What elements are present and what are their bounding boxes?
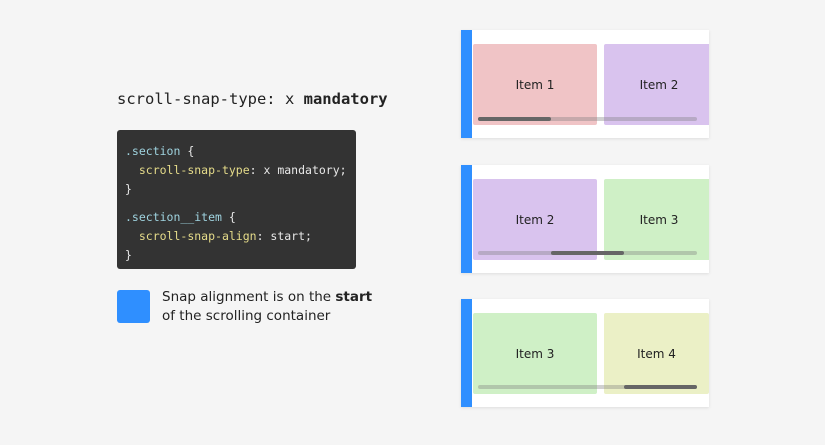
code-text: : start; [256,229,312,243]
heading-bold: mandatory [303,90,388,108]
code-line-2: scroll-snap-type: x mandatory; [125,163,347,177]
code-line-5: scroll-snap-align: start; [125,229,312,243]
heading-text: scroll-snap-type: x [117,90,304,108]
code-line-6: } [125,248,132,262]
scrollbar-track[interactable] [478,251,697,255]
scrollbar-thumb[interactable] [551,251,624,255]
heading: scroll-snap-type: x mandatory [117,90,388,108]
scroll-item: Item 2 [604,44,709,125]
snap-start-marker [461,299,472,407]
code-line-3: } [125,182,132,196]
code-selector: .section [125,144,181,158]
code-property: scroll-snap-type [138,163,250,177]
scroll-container-2[interactable]: Item 2 Item 3 [461,165,709,273]
scroll-item: Item 1 [473,44,597,125]
legend-note: Snap alignment is on the start of the sc… [162,288,372,326]
code-line-4: .section__item { [125,210,236,224]
scrollbar-thumb[interactable] [624,385,697,389]
scroll-item: Item 2 [473,179,597,260]
scroll-container-1[interactable]: Item 1 Item 2 [461,30,709,138]
code-line-1: .section { [125,144,194,158]
scroll-item: Item 3 [604,179,709,260]
note-bold: start [335,289,373,305]
note-line-1: Snap alignment is on the start [162,288,372,307]
scrollbar-track[interactable] [478,117,697,121]
legend-swatch [117,290,150,323]
scrollbar-track[interactable] [478,385,697,389]
scroll-item: Item 3 [473,313,597,394]
snap-start-marker [461,165,472,273]
note-text: Snap alignment is on the [162,289,336,305]
code-text: : x mandatory; [249,163,347,177]
note-line-2: of the scrolling container [162,308,331,324]
scroll-container-3[interactable]: Item 3 Item 4 [461,299,709,407]
scrollbar-thumb[interactable] [478,117,551,121]
code-selector: .section__item [125,210,222,224]
code-property: scroll-snap-align [138,229,257,243]
snap-start-marker [461,30,472,138]
scroll-item: Item 4 [604,313,709,394]
code-text: { [221,210,236,224]
code-text: { [180,144,195,158]
code-block: .section { scroll-snap-type: x mandatory… [117,130,356,269]
